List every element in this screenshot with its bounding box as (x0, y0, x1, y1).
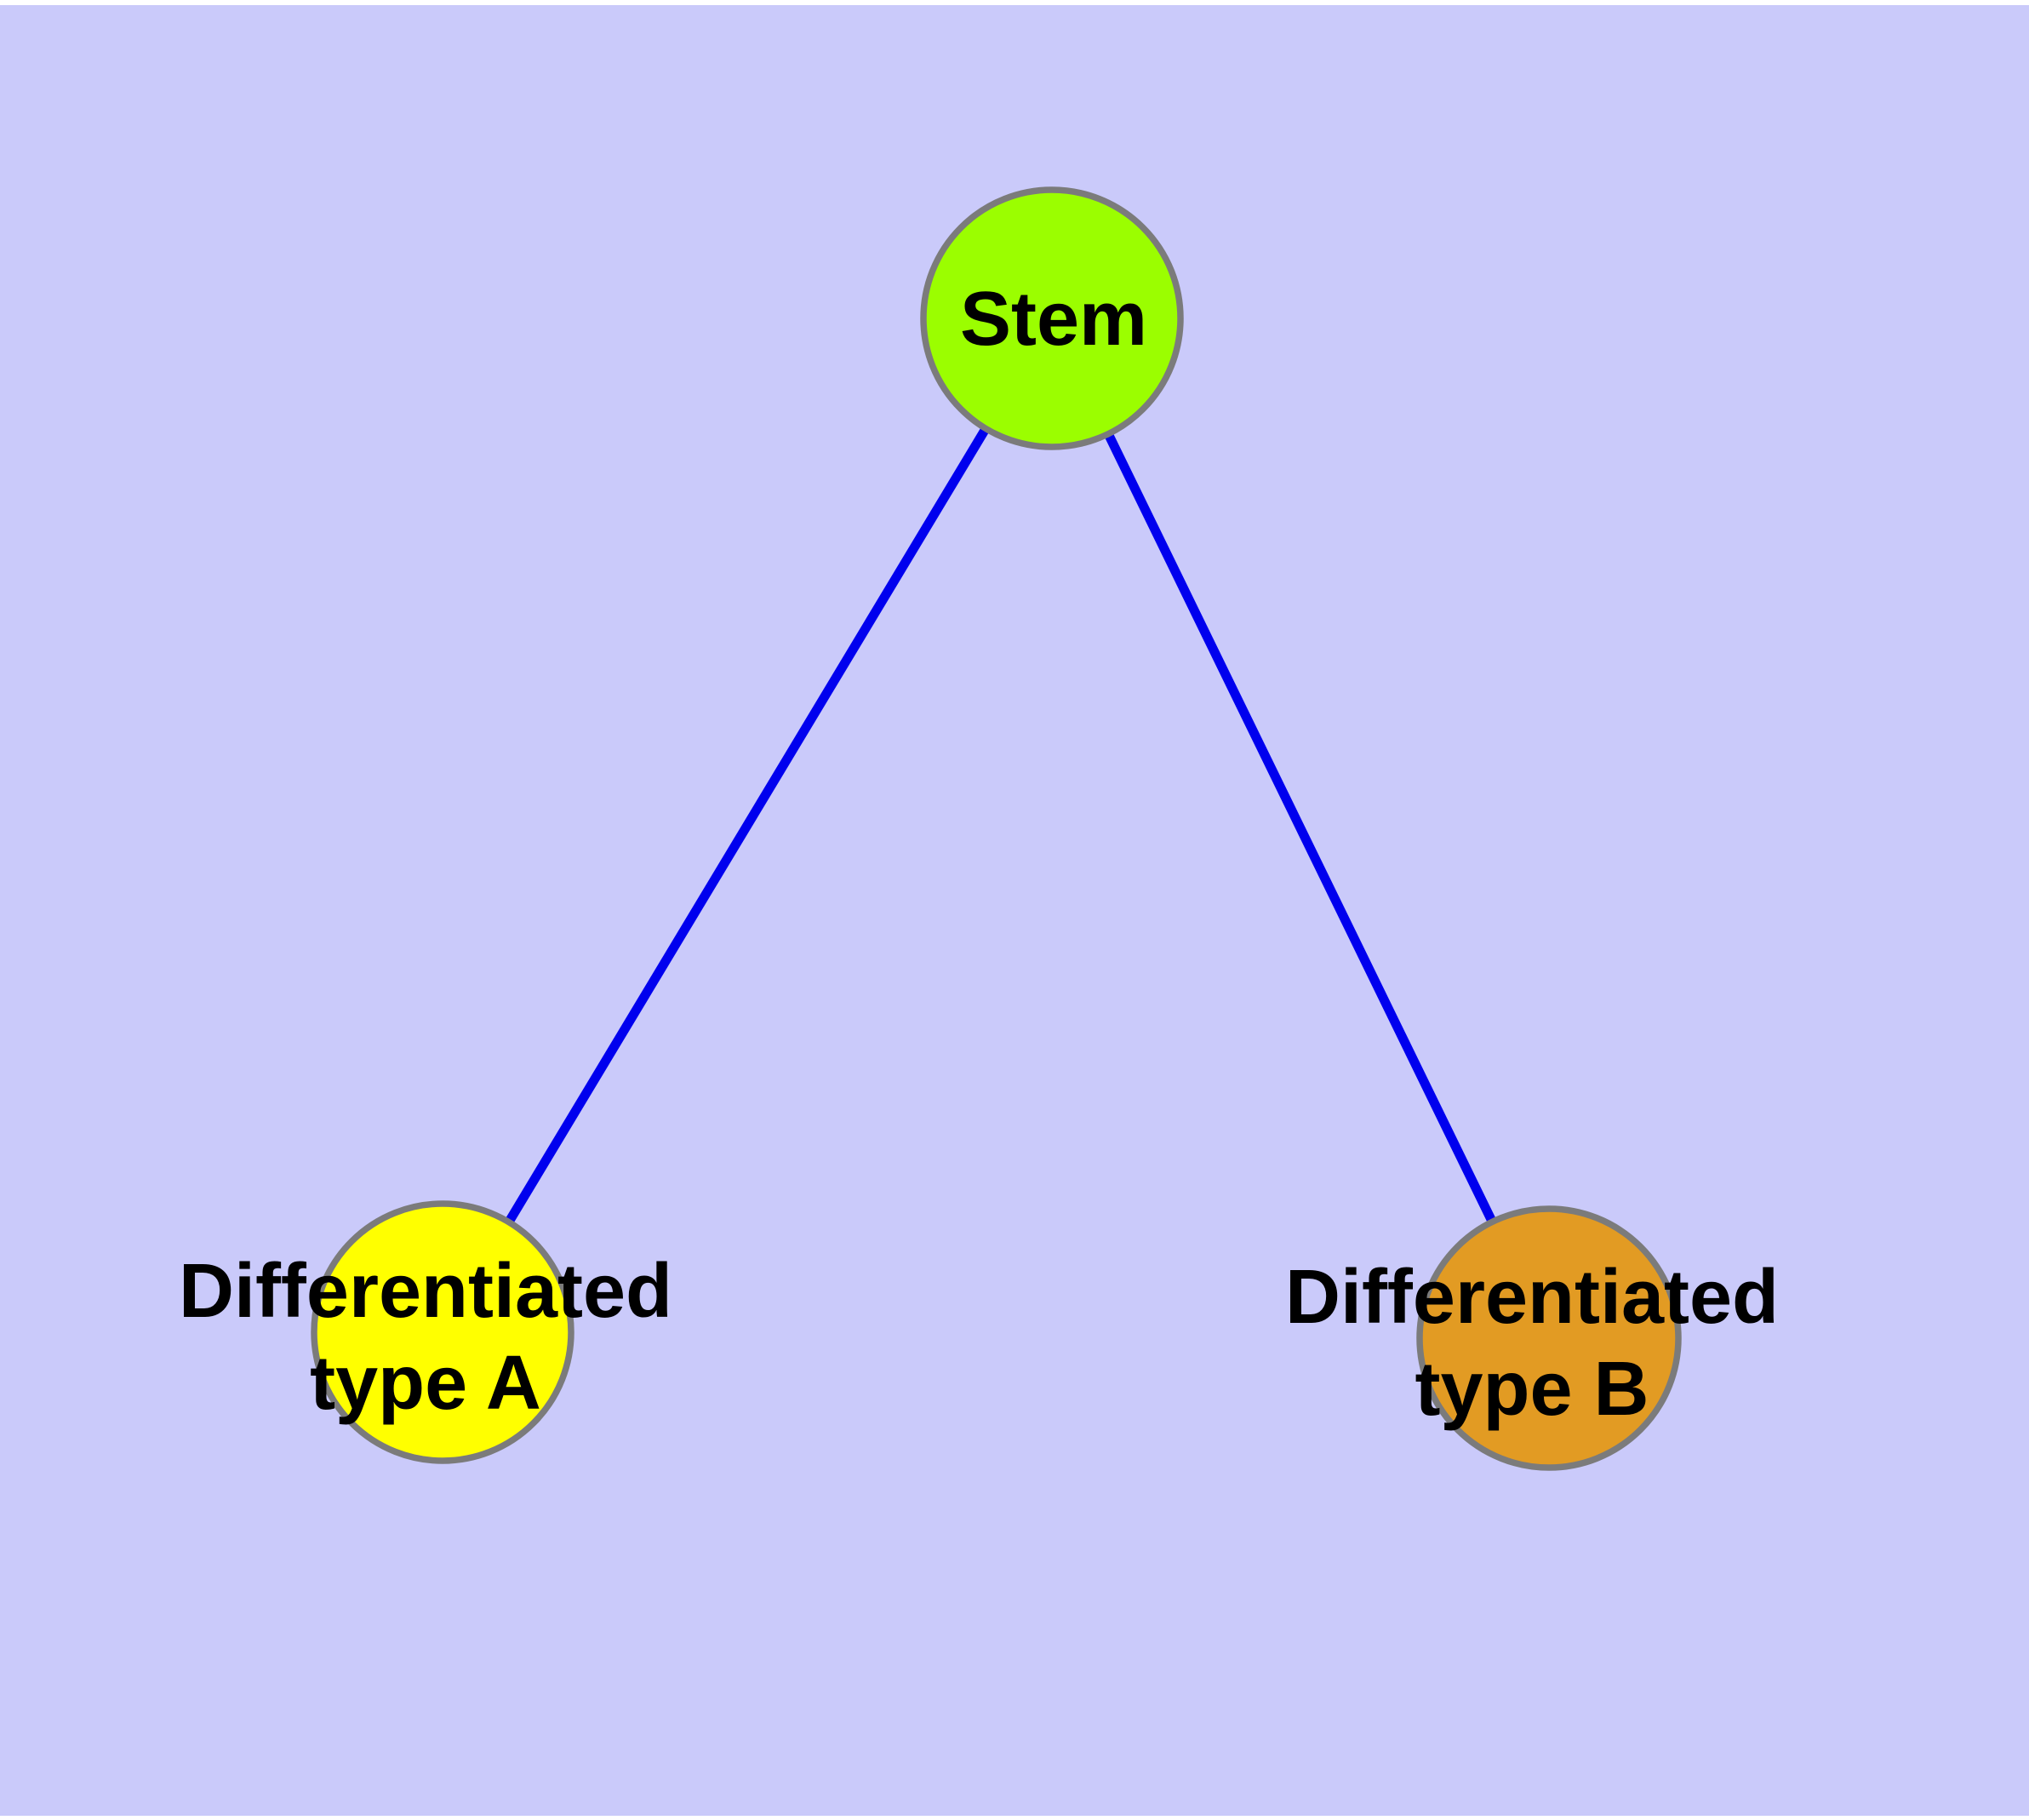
node-type-b-label-line2: type B (1415, 1347, 1649, 1432)
node-stem: Stem (920, 186, 1184, 450)
node-type-a-label-line2: type A (310, 1341, 541, 1426)
node-differentiated-type-b: Differentiated type B (1285, 1205, 1779, 1471)
node-stem-circle (920, 186, 1184, 450)
node-type-a-circle (311, 1200, 574, 1464)
edge-stem-to-type-b (1048, 316, 1553, 1341)
edge-stem-to-type-a (438, 316, 1056, 1335)
node-type-a-label-line1: Differentiated (179, 1249, 672, 1334)
edge-group (438, 316, 1553, 1341)
node-differentiated-type-a: Differentiated type A (179, 1200, 672, 1464)
node-stem-label: Stem (960, 277, 1147, 362)
node-type-b-label-line1: Differentiated (1285, 1255, 1779, 1340)
node-type-b-circle (1416, 1205, 1682, 1471)
